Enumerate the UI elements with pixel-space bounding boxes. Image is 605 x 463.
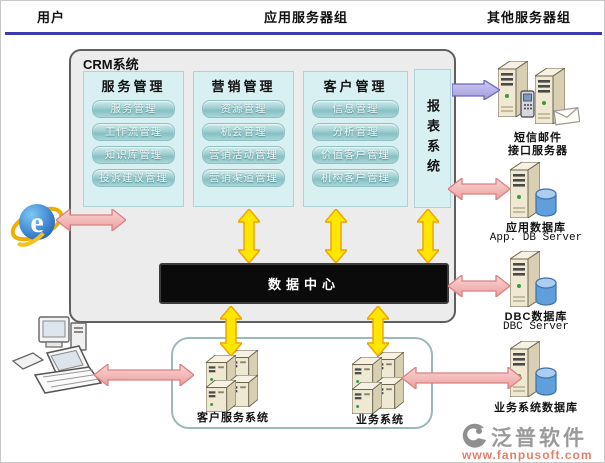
yellow-double-arrow [220,306,242,356]
pink-double-arrow-business-db [402,367,522,389]
yellow-double-arrow [238,209,260,263]
sms-email-server-label-2: 接口服务器 [508,145,568,157]
sms-email-server-label-1: 短信邮件 [514,132,562,144]
customer-service-servers-icon [206,350,258,412]
purple-arrow-sms [452,80,500,100]
business-system-servers-icon [352,352,404,414]
module-analysis-mgmt: 分析管理 [312,123,399,141]
app-db-server-icon [510,162,557,218]
ie-browser-icon: e [10,204,64,247]
module-group-marketing: 营销管理 资源管理 机会管理 营销活动管理 营销渠道管理 [193,71,294,207]
data-center-box: 数据中心 [159,263,449,304]
module-knowledge-mgmt: 知识库管理 [91,146,176,164]
module-group-customer: 客户管理 信息管理 分析管理 价值客户管理 机构客户管理 [303,71,408,207]
pink-double-arrow-datacenter-db [448,275,510,297]
module-resource-mgmt: 资源管理 [201,100,286,118]
fanpu-logo-icon [462,423,486,448]
crm-system-title: CRM系统 [83,57,139,72]
dbc-db-server-icon [510,251,557,307]
module-org-customer-mgmt: 机构客户管理 [312,169,399,187]
module-group-title: 营销管理 [211,79,276,94]
data-center-label: 数据中心 [267,277,340,292]
fanpu-website-text: www.fanpusoft.com [462,448,593,462]
module-workflow-mgmt: 工作流管理 [91,123,176,141]
yellow-double-arrow [325,209,347,263]
dbc-db-server-label-1: DBC数据库 [504,311,568,323]
module-value-customer-mgmt: 价值客户管理 [312,146,399,164]
svg-text:e: e [30,206,43,239]
lane-label-user: 用户 [37,10,66,25]
header-divider [5,32,602,35]
yellow-double-arrow [417,209,439,263]
app-db-server-label-2: App. DB Server [489,232,583,244]
module-complaint-mgmt: 投诉建议管理 [91,169,176,187]
business-system-label: 业务系统 [356,414,404,426]
report-system-box: 报表系统 [414,69,451,208]
sms-email-server-icon [498,61,580,126]
lane-label-app-servers: 应用服务器组 [264,10,349,25]
customer-service-system-label: 客户服务系统 [197,412,269,424]
module-campaign-mgmt: 营销活动管理 [201,146,286,164]
lane-label-other-servers: 其他服务器组 [487,10,572,25]
pink-double-arrow-report-db [448,178,510,200]
dbc-db-server-label-2: DBC Server [502,321,569,333]
fanpu-logo-text: 泛普软件 [491,427,587,450]
module-group-service: 服务管理 服务管理 工作流管理 知识库管理 投诉建议管理 [83,71,184,207]
client-computers-icon [11,316,103,394]
module-group-title: 服务管理 [101,79,166,94]
module-info-mgmt: 信息管理 [312,100,399,118]
module-service-mgmt: 服务管理 [91,100,176,118]
pink-double-arrow-terminal [94,364,194,386]
yellow-double-arrow [367,306,389,356]
app-db-server-label-1: 应用数据库 [506,222,566,234]
module-channel-mgmt: 营销渠道管理 [201,169,286,187]
module-opportunity-mgmt: 机会管理 [201,123,286,141]
business-db-server-label: 业务系统数据库 [494,402,578,414]
pink-double-arrow-browser [56,209,126,231]
report-system-label: 报表系统 [425,98,440,179]
module-group-title: 客户管理 [323,79,388,94]
